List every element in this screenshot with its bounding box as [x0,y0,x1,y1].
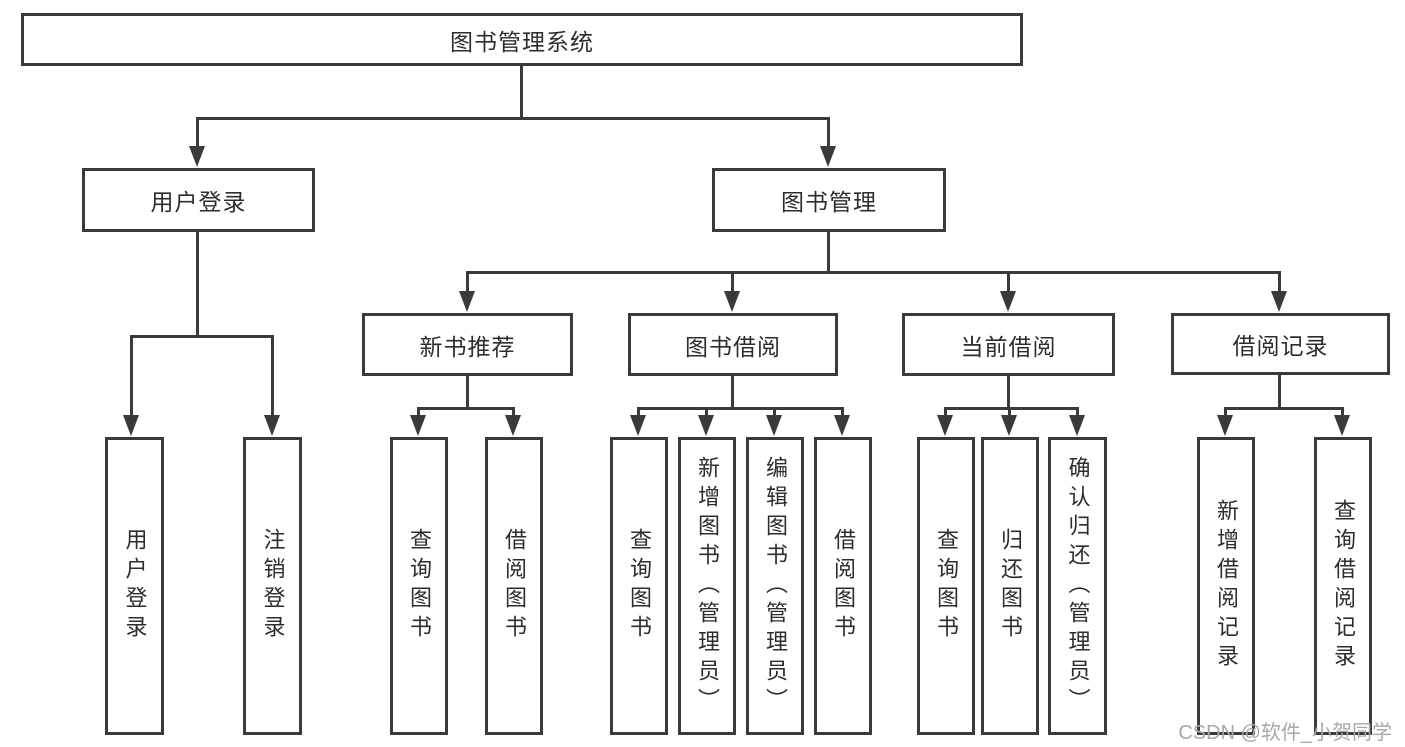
arrow-down-icon [459,291,475,312]
arrow-down-icon [1271,291,1287,312]
arrow-down-icon [1217,415,1233,436]
node-user-login: 用户登录 [82,168,315,232]
connector-line-vertical [271,336,274,424]
node-leaf-add-books-admin: 新增图书（管理员） [678,437,736,735]
arrow-down-icon [630,415,646,436]
connector-line-vertical [466,272,469,297]
node-leaf-borrow-books: 借阅图书 [814,437,872,735]
arrow-down-icon [123,415,139,436]
arrow-down-icon [1001,415,1017,436]
arrow-down-icon [766,415,782,436]
connector-line-vertical [1007,375,1010,410]
node-borrow-records: 借阅记录 [1171,313,1390,375]
connector-line-horizontal [637,407,844,410]
connector-line-vertical [1278,374,1281,410]
node-root-library-system: 图书管理系统 [21,13,1023,66]
connector-line-vertical [196,118,199,153]
node-leaf-return-books: 归还图书 [981,437,1039,735]
connector-line-vertical [196,232,199,338]
connector-line-horizontal [1224,407,1344,410]
node-current-borrow: 当前借阅 [902,313,1115,376]
connector-line-horizontal [417,407,515,410]
node-leaf-add-borrow-record: 新增借阅记录 [1197,437,1255,735]
node-leaf-borrow-books-recommend: 借阅图书 [485,437,543,735]
node-leaf-edit-books-admin: 编辑图书（管理员） [746,437,804,735]
connector-line-vertical [466,375,469,410]
connector-line-vertical [731,375,734,410]
node-leaf-user-login: 用户登录 [105,437,164,735]
node-book-management: 图书管理 [712,168,946,232]
arrow-down-icon [1000,291,1016,312]
node-leaf-confirm-return-admin: 确认归还（管理员） [1048,437,1107,735]
connector-line-vertical [130,336,133,424]
csdn-watermark: CSDN @软件_小贺同学 [1178,722,1392,744]
arrow-down-icon [937,415,953,436]
connector-line-vertical [731,272,734,297]
arrow-down-icon [1334,415,1350,436]
connector-line-vertical [827,232,830,274]
connector-line-vertical [1278,272,1281,297]
arrow-down-icon [834,415,850,436]
connector-line-horizontal [466,271,1281,274]
arrow-down-icon [724,291,740,312]
arrow-down-icon [698,415,714,436]
node-leaf-query-books-current: 查询图书 [917,437,975,735]
arrow-down-icon [189,146,205,167]
connector-line-vertical [520,66,523,120]
arrow-down-icon [1069,415,1085,436]
arrow-down-icon [410,415,426,436]
node-new-books: 新书推荐 [362,313,573,376]
node-leaf-query-books-recommend: 查询图书 [390,437,448,735]
connector-line-horizontal [944,407,1079,410]
node-book-borrow: 图书借阅 [628,313,838,376]
node-leaf-query-books-borrow: 查询图书 [610,437,668,735]
connector-line-vertical [1007,272,1010,297]
connector-line-horizontal [196,117,830,120]
node-leaf-logout: 注销登录 [243,437,302,735]
arrow-down-icon [505,415,521,436]
node-leaf-query-borrow-record: 查询借阅记录 [1314,437,1372,735]
arrow-down-icon [820,146,836,167]
connector-line-vertical [827,118,830,153]
arrow-down-icon [264,415,280,436]
connector-line-horizontal [130,335,274,338]
